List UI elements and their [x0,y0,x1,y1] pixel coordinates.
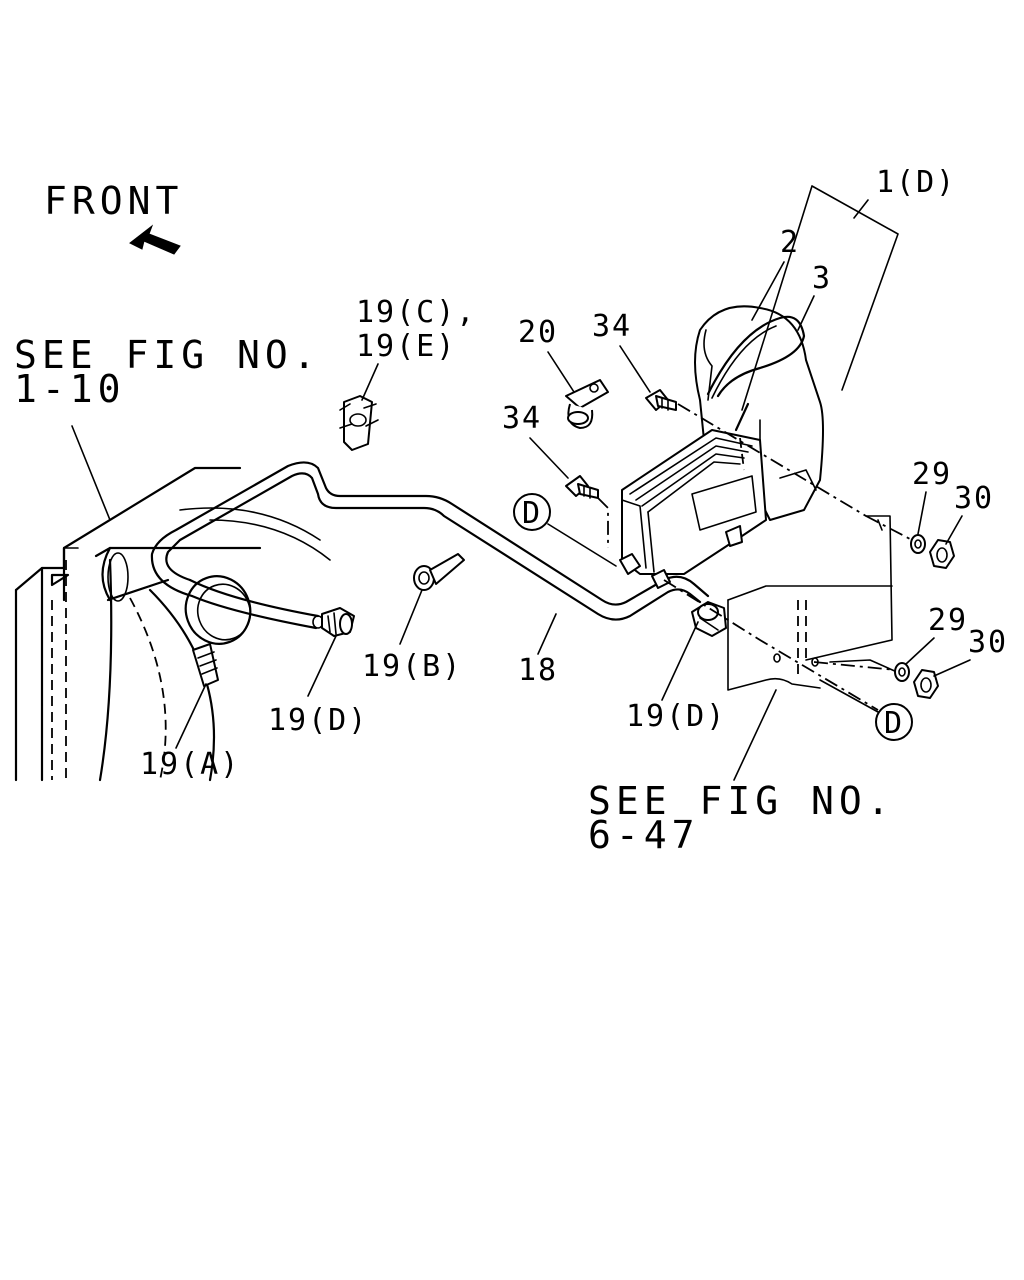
leader-19d-right [661,621,699,701]
leader-2 [751,261,785,321]
connector-19d-right [691,601,727,637]
leader-19ce [361,363,379,401]
leader-34-upper [619,345,651,393]
clip-19b [413,553,465,591]
callout-20: 20 [518,315,558,350]
svg-text:D: D [884,706,904,741]
callout-19a: 19(A) [140,747,240,782]
nut-30-lower [913,669,939,699]
leader-29-upper [917,491,927,535]
leader-29-lower [905,637,935,665]
callout-34-upper: 34 [592,309,632,344]
leader-3 [797,295,815,331]
leader-see-fig-6-47 [733,689,777,781]
bolt-34-upper [645,389,677,411]
callout-1d: 1(D) [876,165,956,200]
callout-29-lower: 29 [928,603,968,638]
radiator-frame [14,425,331,782]
see-fig-left-line2: 1-10 [14,367,126,411]
callout-19ce-line1: 19(C), [356,295,476,330]
clamp-19a [184,575,252,687]
leader-19a [175,683,207,749]
callout-19d-left: 19(D) [268,703,368,738]
callout-34-lower: 34 [502,401,542,436]
callout-29-upper: 29 [912,457,952,492]
reference-d-upper: D [513,493,617,567]
callout-18: 18 [518,653,558,688]
leader-18 [537,613,557,655]
connector-19d-left [321,607,355,637]
mounting-bracket [727,515,907,691]
callout-30-upper: 30 [954,481,994,516]
svg-text:D: D [522,496,542,531]
see-fig-right-line2: 6-47 [588,813,700,857]
callout-3: 3 [812,261,832,296]
callout-19ce-line2: 19(E) [356,329,456,364]
control-unit-1d [619,305,824,589]
washer-29-lower [894,662,910,682]
see-fig-left-line1: SEE FIG NO. [14,333,321,377]
callout-19d-right: 19(D) [626,699,726,734]
nut-30-upper [929,539,955,569]
leader-20 [547,351,575,393]
leader-19b [399,589,423,645]
bolt-34-lower [565,475,599,499]
front-arrow-icon [129,224,181,255]
leader-34-lower [529,437,569,479]
washer-29-upper [910,534,926,554]
leader-30-upper [945,515,963,545]
callout-2: 2 [780,225,800,260]
reference-d-lower: D [819,679,913,741]
assembly-lines [597,403,913,711]
clip-19c-19e [339,395,379,451]
leader-30-lower [933,659,971,677]
clip-20 [565,379,609,429]
callout-30-lower: 30 [968,625,1008,660]
callout-19b: 19(B) [362,649,462,684]
see-fig-right-line1: SEE FIG NO. [588,779,895,823]
front-label: FRONT [44,179,183,223]
leader-19d-left [307,635,337,697]
leader-1d [741,185,899,411]
wiring-harness-18 [150,461,710,630]
